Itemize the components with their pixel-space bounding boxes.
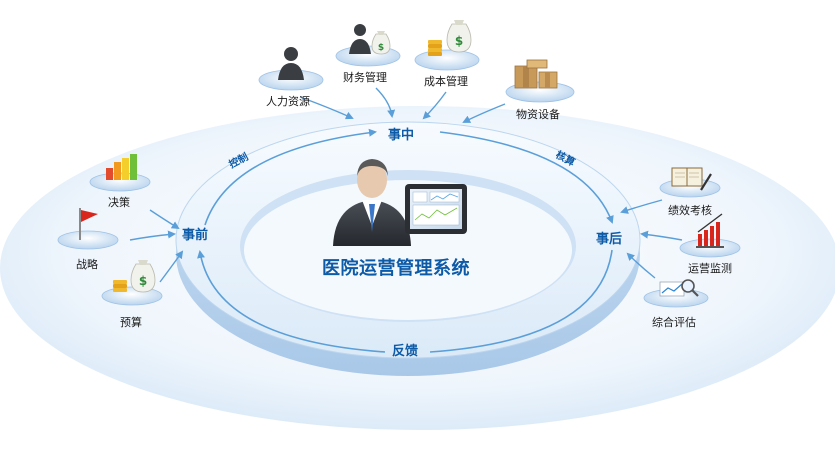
arrow-after-to-feedback [429,249,613,353]
boxes-icon [514,59,558,89]
budget-coins-moneybag-icon: $ [113,260,156,293]
flag-icon [79,208,98,240]
businessman-icon [333,159,411,246]
item-label-decision: 决策 [108,196,130,209]
arrow-hr-in [299,96,354,120]
item-label-budget: 预算 [120,316,142,329]
chart-magnifier-icon [659,279,699,297]
stage-label-before: 事前 [182,228,209,243]
growth-chart-icon [696,213,724,248]
notebook-pen-icon [671,167,712,191]
stage-label-after: 事后 [596,232,623,247]
item-label-human-resources: 人力资源 [266,95,310,108]
coins-moneybag-icon: $ [428,20,472,56]
arrow-monitoring-in [640,230,683,241]
arrow-feedback-to-before [197,250,386,353]
item-label-finance: 财务管理 [343,71,387,84]
arrow-evaluation-in [626,252,656,279]
arrow-during-to-after [439,131,614,224]
bar-chart-icon [106,154,137,180]
item-label-evaluation: 综合评估 [652,316,696,329]
item-label-materials: 物资设备 [516,108,560,121]
ring-inner-floor [244,180,572,320]
arrow-materials-in [462,103,506,123]
item-label-monitoring: 运营监测 [688,262,732,275]
arrow-decision-in [149,209,180,230]
svg-text:$: $ [378,43,384,53]
item-label-performance: 绩效考核 [668,204,712,217]
tablet-icon [405,184,467,234]
system-title: 医院运营管理系统 [322,258,470,279]
svg-text:$: $ [139,274,147,288]
person-icon [278,47,304,80]
arrow-strategy-in [129,230,176,241]
item-label-strategy: 战略 [76,258,98,271]
item-label-cost: 成本管理 [424,75,468,88]
arrow-cost-in [422,91,447,120]
arrow-before-to-during [204,128,377,226]
arrow-performance-in [620,199,663,214]
svg-text:$: $ [455,34,463,48]
stage-label-feedback: 反馈 [392,344,419,359]
arrow-finance-in [375,87,396,118]
arrow-budget-in [159,250,184,283]
stage-label-during: 事中 [388,128,415,143]
finance-person-moneybag-icon: $ [349,24,391,55]
